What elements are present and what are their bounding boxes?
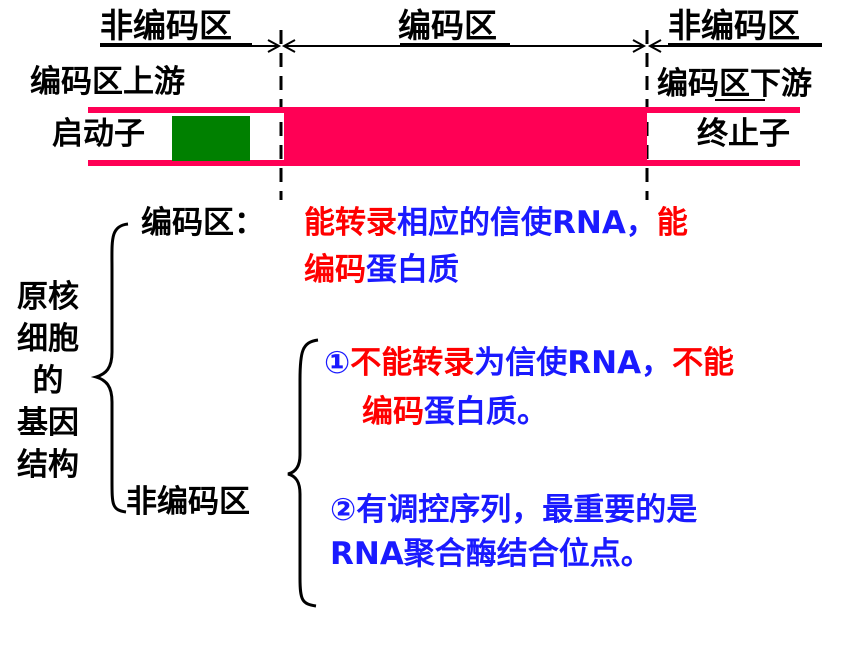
brace-main	[90, 222, 129, 514]
brace-noncoding	[287, 338, 319, 608]
coding-region-block	[284, 107, 647, 166]
point1-red-c: 编码	[362, 394, 424, 430]
left-title: 原核 细胞 的 基因 结构	[12, 276, 84, 486]
point1-blue-b: 为信使RNA，	[474, 345, 673, 381]
point1-red-a: 不能转录	[350, 345, 475, 381]
coding-desc-blue1: 相应的信使RNA，	[397, 205, 657, 241]
label-noncoding-right: 非编码区	[668, 6, 800, 45]
arrowhead-left-2	[647, 39, 662, 53]
label-coding: 编码区	[398, 6, 497, 45]
arrowhead-right-2	[632, 39, 647, 53]
arrowhead-right-1	[267, 39, 282, 53]
left-title-line-4: 基因	[17, 405, 79, 441]
point1-blue-a: ①	[324, 345, 351, 381]
left-title-line-2: 细胞	[17, 321, 79, 357]
label-upstream: 编码区上游	[30, 64, 185, 100]
coding-desc-red1: 能转录	[304, 205, 397, 241]
arrowhead-left-1	[281, 39, 296, 53]
coding-desc-line-2: 编码蛋白质	[304, 250, 459, 290]
promoter-box	[172, 116, 250, 161]
label-terminator: 终止子	[697, 116, 790, 152]
label-downstream: 编码区下游	[657, 66, 812, 102]
noncoding-point1-line-1: ①不能转录为信使RNA，不能	[324, 343, 734, 383]
coding-desc-blue2: 蛋白质	[366, 252, 459, 288]
coding-desc-red3: 编码	[304, 252, 366, 288]
noncoding-point2-line-2: RNA聚合酶结合位点。	[330, 536, 652, 572]
coding-desc-line-1: 能转录相应的信使RNA，能	[304, 203, 688, 243]
point1-red-b: 不能	[672, 345, 735, 381]
left-title-line-3: 的	[32, 363, 64, 399]
noncoding-point2-line-1: ②有调控序列，最重要的是	[330, 492, 698, 528]
point1-blue-c: 蛋白质。	[424, 394, 548, 430]
noncoding-label: 非编码区	[126, 484, 250, 520]
label-noncoding-left: 非编码区	[100, 6, 232, 45]
coding-label: 编码区：	[141, 205, 265, 241]
label-promoter: 启动子	[52, 116, 145, 152]
coding-desc-red2: 能	[656, 205, 688, 241]
left-title-line-5: 结构	[17, 447, 79, 483]
left-title-line-1: 原核	[17, 279, 79, 315]
noncoding-point1-line-2: 编码蛋白质。	[362, 392, 548, 432]
